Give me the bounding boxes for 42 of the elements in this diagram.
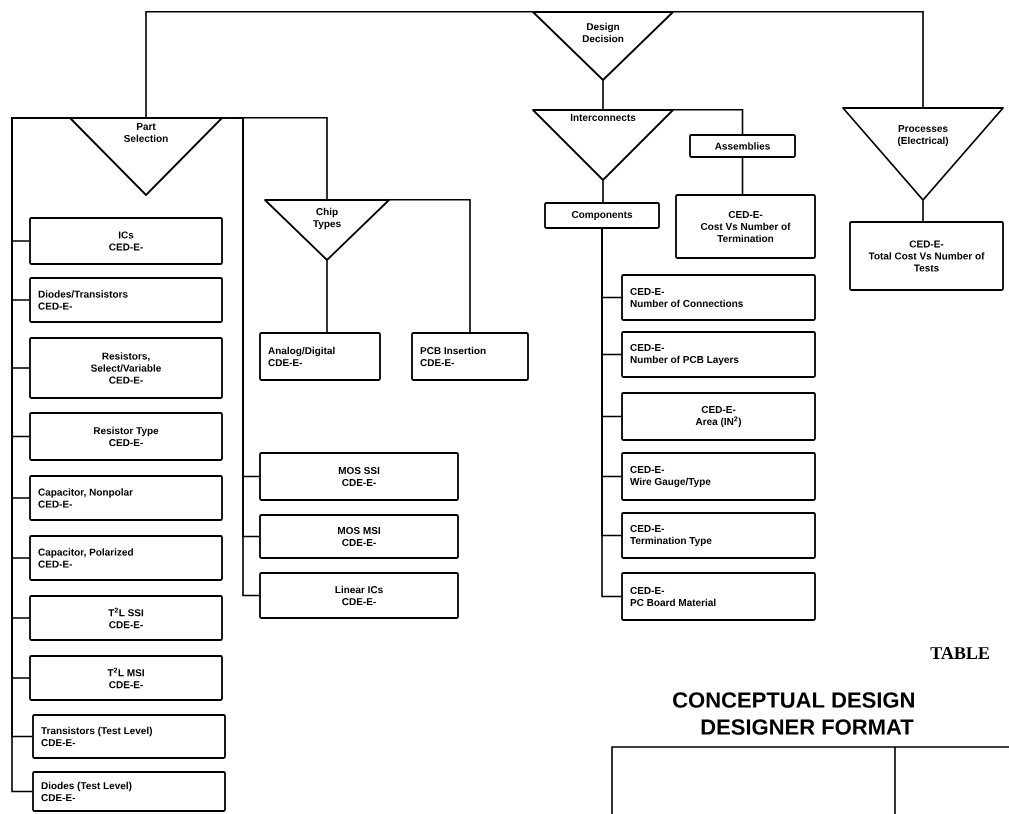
connector-line bbox=[326, 259, 328, 333]
connector-line bbox=[145, 11, 534, 119]
decision-triangle: Processes (Electrical) bbox=[842, 107, 1004, 201]
criterion-box: Transistors (Test Level) CDE-E- bbox=[32, 714, 226, 759]
decision-triangle: Interconnects bbox=[532, 109, 674, 181]
criterion-box: Resistor Type CED-E- bbox=[29, 412, 223, 461]
connector-line bbox=[602, 79, 604, 111]
table-title: DESIGNER FORMAT bbox=[701, 719, 914, 735]
decision-triangle: Chip Types bbox=[264, 199, 390, 261]
decision-triangle: Part Selection bbox=[69, 117, 223, 196]
criterion-box: CED-E- Area (IN$^{2}$) bbox=[621, 392, 816, 441]
criterion-box: CED-E- Termination Type bbox=[621, 512, 816, 559]
criterion-box: CED-E- Wire Gauge/Type bbox=[621, 452, 816, 501]
criterion-box: ICs CED-E- bbox=[29, 217, 223, 265]
criterion-box: CED-E- Cost Vs Number of Termination bbox=[675, 194, 816, 259]
criterion-box: CED-E- Number of PCB Layers bbox=[621, 331, 816, 378]
criterion-box: Components bbox=[544, 202, 660, 229]
criterion-box: Analog/Digital CDE-E- bbox=[259, 332, 381, 381]
criterion-box: Resistors, Select/Variable CED-E- bbox=[29, 337, 223, 399]
decision-triangle: Design Decision bbox=[532, 11, 674, 81]
criterion-box: CED-E- Total Cost Vs Number of Tests bbox=[849, 221, 1004, 291]
criterion-box: Assemblies bbox=[689, 134, 796, 158]
connector-line bbox=[672, 11, 924, 109]
criterion-box: Capacitor, Nonpolar CED-E- bbox=[29, 475, 223, 521]
criterion-box: Diodes (Test Level) CDE-E- bbox=[32, 771, 226, 812]
criterion-box: Capacitor, Polarized CED-E- bbox=[29, 535, 223, 581]
criterion-box: CED-E- Number of Connections bbox=[621, 274, 816, 321]
criterion-box: PCB Insertion CDE-E- bbox=[411, 332, 529, 381]
criterion-box: T$^{2}$L SSI CDE-E- bbox=[29, 595, 223, 641]
criterion-box: MOS SSI CDE-E- bbox=[259, 452, 459, 501]
connector-line bbox=[672, 109, 744, 135]
connector-line bbox=[388, 199, 471, 333]
criterion-box: Linear ICs CDE-E- bbox=[259, 572, 459, 619]
connector-line bbox=[922, 199, 924, 222]
table-title: CONCEPTUAL DESIGN bbox=[673, 692, 914, 708]
criterion-box: MOS MSI CDE-E- bbox=[259, 514, 459, 559]
criterion-box: Diodes/Transistors CED-E- bbox=[29, 277, 223, 323]
criterion-box: T$^{2}$L MSI CDE-E- bbox=[29, 655, 223, 701]
connector-line bbox=[602, 179, 604, 203]
connector-line bbox=[741, 157, 744, 195]
criterion-box: CED-E- PC Board Material bbox=[621, 572, 816, 621]
table-number: TABLE bbox=[930, 647, 989, 659]
